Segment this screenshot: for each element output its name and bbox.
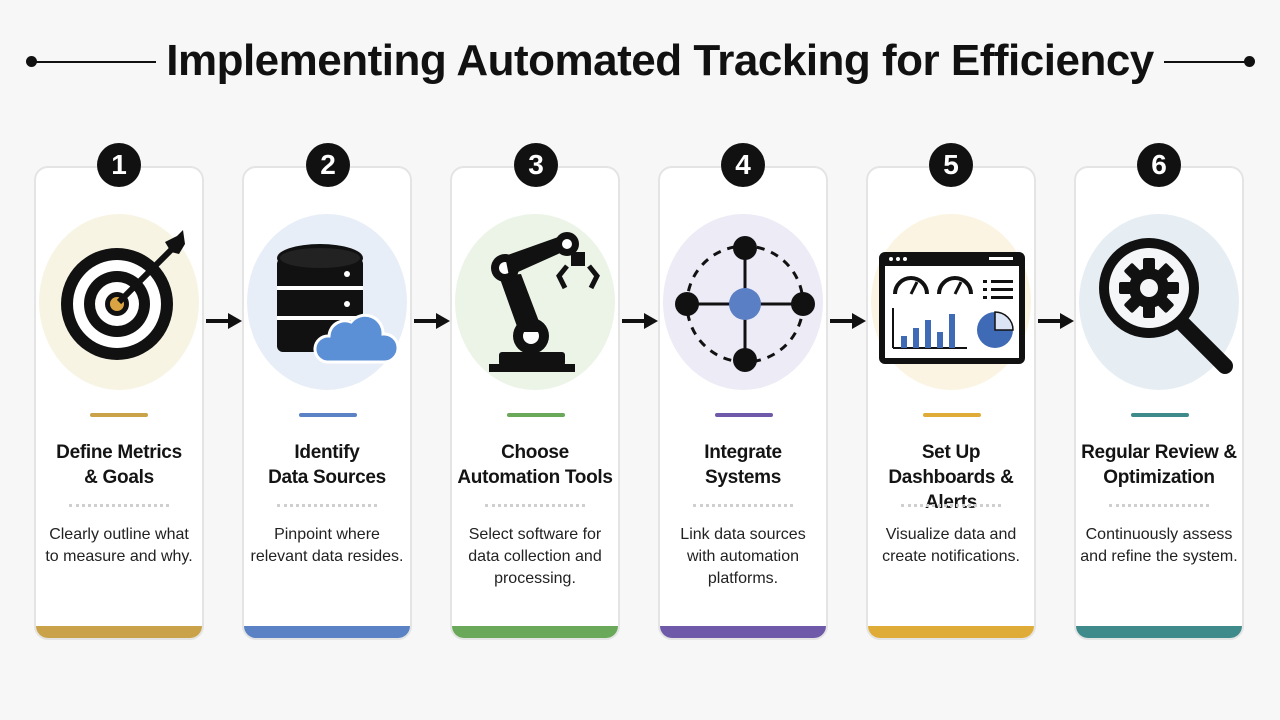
step-desc-line: Link data sources <box>680 526 806 543</box>
step-desc-line: Select software for <box>468 526 602 543</box>
header: Implementing Automated Tracking for Effi… <box>0 28 1280 94</box>
step-icon-circle <box>663 214 823 390</box>
step-desc-line: data collection and <box>468 548 602 565</box>
step-accent-line <box>715 413 773 417</box>
step-title: Regular Review & Optimization <box>1074 440 1244 490</box>
step-description: Link data sources with automation platfo… <box>658 524 828 590</box>
step-dotted-separator <box>1109 504 1209 507</box>
step-desc-line: Pinpoint where <box>274 526 380 543</box>
flow-arrow-icon <box>1038 313 1074 329</box>
step-title-line: Set Up <box>921 442 981 463</box>
step-accent-line <box>507 413 565 417</box>
step-desc-line: and refine the system. <box>1080 548 1238 565</box>
step-title-line: Data Sources <box>268 467 386 488</box>
step-title-line: Identify <box>294 442 360 463</box>
robot-arm-icon <box>489 232 600 372</box>
step-description: Select software for data collection and … <box>450 524 620 590</box>
step-icon-circle <box>871 214 1031 390</box>
step-desc-line: to measure and why. <box>45 548 193 565</box>
step-title-line: Define Metrics <box>56 442 182 463</box>
step-dotted-separator <box>693 504 793 507</box>
title-rule-right-dot <box>1244 56 1255 67</box>
step-dotted-separator <box>277 504 377 507</box>
step-title-line: Regular Review & <box>1081 442 1237 463</box>
step-description: Clearly outline what to measure and why. <box>34 524 204 568</box>
step-card-bottom-bar <box>868 626 1034 638</box>
step-title-line: Choose <box>501 442 569 463</box>
step-desc-line: create notifications. <box>882 548 1020 565</box>
page-title: Implementing Automated Tracking for Effi… <box>166 36 1154 85</box>
step-accent-line <box>1131 413 1189 417</box>
step-title: Set Up Dashboards & Alerts <box>866 440 1036 515</box>
step-description: Visualize data and create notifications. <box>866 524 1036 568</box>
step-card-bottom-bar <box>660 626 826 638</box>
step-desc-line: processing. <box>494 570 576 587</box>
step-icon-circle <box>247 214 407 390</box>
database-cloud-icon <box>277 244 400 364</box>
step-card-bottom-bar <box>452 626 618 638</box>
step-title: Identify Data Sources <box>242 440 412 490</box>
step-accent-line <box>299 413 357 417</box>
step-number-badge: 1 <box>97 143 141 187</box>
step-title-line: Optimization <box>1103 467 1215 488</box>
step-title: Integrate Systems <box>658 440 828 490</box>
step-desc-line: with automation <box>686 548 800 565</box>
title-rule-left-dot <box>26 56 37 67</box>
step-accent-line <box>90 413 148 417</box>
dashboard-icon <box>879 252 1025 364</box>
step-title-line: Dashboards & Alerts <box>888 467 1014 513</box>
step-title-line: Automation Tools <box>457 467 613 488</box>
step-title: Choose Automation Tools <box>450 440 620 490</box>
step-accent-line <box>923 413 981 417</box>
step-desc-line: platforms. <box>707 570 779 587</box>
step-desc-line: Clearly outline what <box>49 526 189 543</box>
step-title-line: Integrate <box>704 442 782 463</box>
flow-arrow-icon <box>414 313 450 329</box>
step-title-line: Systems <box>704 467 782 488</box>
flow-arrow-icon <box>622 313 658 329</box>
target-icon <box>61 230 185 360</box>
step-dotted-separator <box>69 504 169 507</box>
step-icon-circle <box>455 214 615 390</box>
network-hub-icon <box>675 236 815 372</box>
step-desc-line: Visualize data and <box>885 526 1017 543</box>
step-number-badge: 4 <box>721 143 765 187</box>
step-dotted-separator <box>485 504 585 507</box>
step-icon-circle <box>1079 214 1239 390</box>
step-icon-circle <box>39 214 199 390</box>
step-number-badge: 3 <box>514 143 558 187</box>
step-card-bottom-bar <box>1076 626 1242 638</box>
step-title-line: & Goals <box>84 467 154 488</box>
flow-arrow-icon <box>830 313 866 329</box>
step-description: Pinpoint where relevant data resides. <box>242 524 412 568</box>
step-title: Define Metrics & Goals <box>34 440 204 490</box>
step-number-badge: 5 <box>929 143 973 187</box>
step-card-bottom-bar <box>36 626 202 638</box>
step-desc-line: relevant data resides. <box>250 548 404 565</box>
step-description: Continuously assess and refine the syste… <box>1074 524 1244 568</box>
step-dotted-separator <box>901 504 1001 507</box>
title-rule-right <box>1164 61 1250 63</box>
title-rule-left <box>30 61 156 63</box>
flow-arrow-icon <box>206 313 242 329</box>
magnifier-gear-icon <box>1099 238 1233 374</box>
step-desc-line: Continuously assess <box>1085 526 1233 543</box>
step-number-badge: 6 <box>1137 143 1181 187</box>
step-card-bottom-bar <box>244 626 410 638</box>
step-number-badge: 2 <box>306 143 350 187</box>
